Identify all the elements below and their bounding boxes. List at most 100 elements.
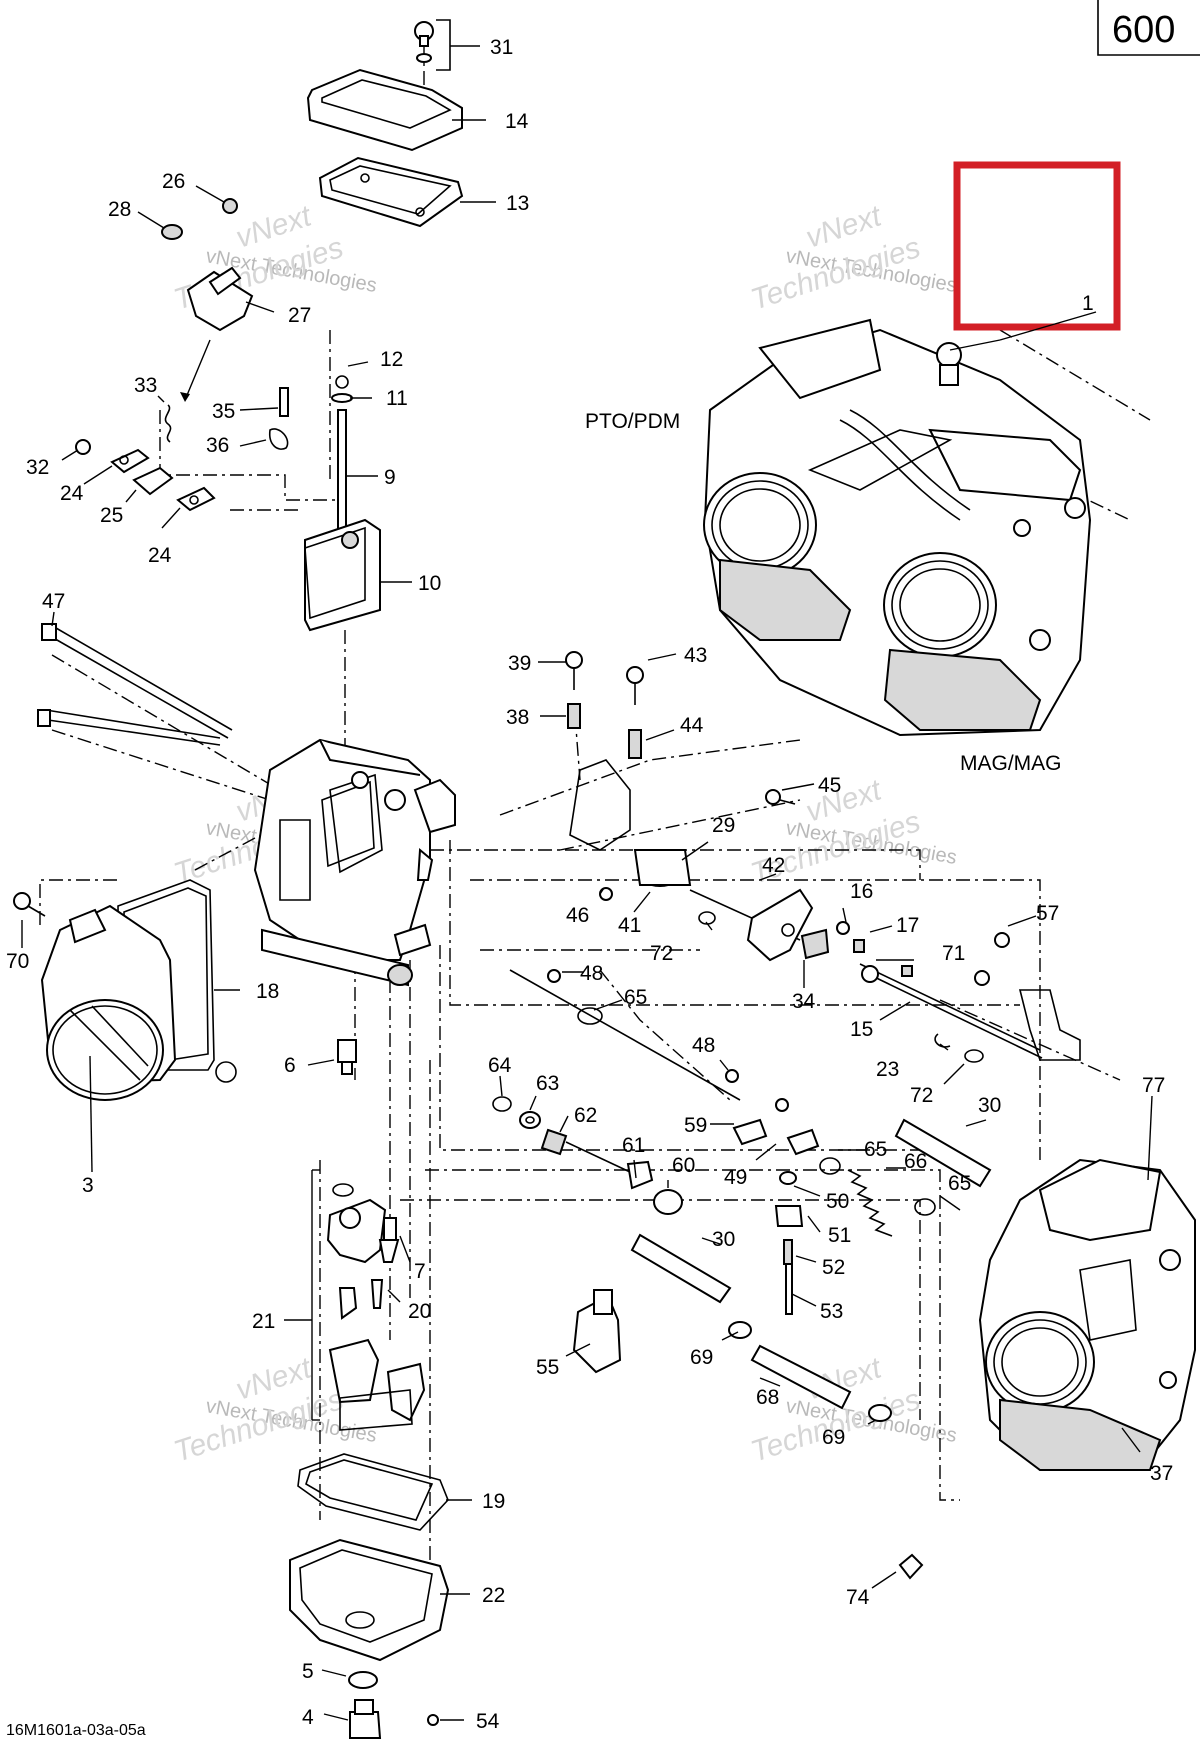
- callout: 28: [108, 198, 131, 221]
- callout: 42: [762, 854, 785, 877]
- leader-lines: [21, 45, 1153, 1721]
- callout: 24: [148, 544, 172, 567]
- callout: 18: [256, 980, 279, 1003]
- idle-screws: [565, 651, 796, 805]
- callout: 69: [822, 1426, 845, 1449]
- enrichener-group: [725, 1069, 820, 1315]
- callout: 65: [624, 986, 647, 1009]
- callout: 32: [26, 456, 49, 479]
- callout: 50: [826, 1190, 849, 1213]
- sync-rods: [572, 1118, 992, 1422]
- callout: 55: [536, 1356, 559, 1379]
- callout: 57: [1036, 902, 1059, 925]
- callout: 22: [482, 1584, 505, 1607]
- callout: 29: [712, 814, 735, 837]
- throttle-shaft: [859, 932, 1081, 1063]
- callout: 34: [792, 990, 816, 1013]
- callout: 64: [488, 1054, 512, 1077]
- callout: 37: [1150, 1462, 1173, 1485]
- callout: 44: [680, 714, 704, 737]
- callout: 9: [384, 466, 396, 489]
- linkage-plates: [75, 404, 216, 512]
- callout: 4: [302, 1706, 314, 1729]
- page-number-box: 600: [1097, 0, 1200, 56]
- callout: 26: [162, 170, 185, 193]
- carburetor-mag: [978, 1158, 1196, 1471]
- float-bowl-group: [289, 1453, 450, 1739]
- cap-74: [898, 1553, 924, 1580]
- callout: 15: [850, 1018, 873, 1041]
- callout: 20: [408, 1300, 431, 1323]
- highlight-box: [953, 161, 1121, 331]
- callout: 52: [822, 1256, 845, 1279]
- callout: 10: [418, 572, 441, 595]
- callout: 60: [672, 1154, 695, 1177]
- callout: 48: [692, 1034, 715, 1057]
- callout: 72: [910, 1084, 933, 1107]
- callout: 45: [818, 774, 841, 797]
- callout: 17: [896, 914, 919, 937]
- callout: 16: [850, 880, 873, 903]
- callout: 21: [252, 1310, 275, 1333]
- part-callouts: 31 14 13 26 28 27 1 12 11 33 35 36 9 32 …: [6, 36, 1173, 1733]
- callout: 30: [978, 1094, 1001, 1117]
- callout: 47: [42, 590, 65, 613]
- upper-shaft: [509, 969, 741, 1101]
- callout: 38: [506, 706, 529, 729]
- page-number: 600: [1112, 9, 1175, 51]
- callout: 51: [828, 1224, 851, 1247]
- throttle-slide: [304, 518, 381, 632]
- callout: 27: [288, 304, 311, 327]
- callout: 69: [690, 1346, 713, 1369]
- callout: 48: [580, 962, 603, 985]
- callout: 72: [650, 942, 673, 965]
- callout: 1: [1082, 292, 1094, 315]
- callout: 31: [490, 36, 513, 59]
- callout: 5: [302, 1660, 314, 1683]
- callout: 61: [622, 1134, 645, 1157]
- callout: 53: [820, 1300, 843, 1323]
- callout: 6: [284, 1054, 296, 1077]
- callout: 11: [386, 387, 408, 410]
- callout: 35: [212, 400, 235, 423]
- callout: 74: [846, 1586, 870, 1609]
- callout: 46: [566, 904, 589, 927]
- callout: 33: [134, 374, 157, 397]
- carburetor-body: [253, 738, 456, 987]
- callout: 39: [508, 652, 531, 675]
- throttle-cam: [689, 888, 865, 962]
- callout: 66: [904, 1150, 927, 1173]
- callout: 13: [506, 192, 529, 215]
- callout: 25: [100, 504, 123, 527]
- choke-lever-group: [161, 198, 254, 402]
- vent-cover-group: [306, 19, 464, 228]
- drawing-id: 16M1601a-03a-05a: [6, 1722, 146, 1739]
- watermark-top-right: vNext vNext Technologies Technologies: [747, 199, 958, 317]
- callout: 24: [60, 482, 84, 505]
- screw-70: [13, 892, 46, 917]
- callout: 3: [82, 1174, 94, 1197]
- callout: 19: [482, 1490, 505, 1513]
- callout: 41: [618, 914, 641, 937]
- callout: 23: [876, 1058, 899, 1081]
- callout: 77: [1142, 1074, 1165, 1097]
- callout: 54: [476, 1710, 500, 1733]
- air-adaptor-group: [40, 879, 237, 1101]
- callout: 7: [414, 1260, 426, 1283]
- callout: 59: [684, 1114, 707, 1137]
- float-jets-group: [311, 1039, 426, 1431]
- callout: 65: [948, 1172, 971, 1195]
- label-pto: PTO/PDM: [585, 410, 680, 433]
- callout: 62: [574, 1104, 597, 1127]
- long-bolts: [37, 623, 233, 746]
- callout: 43: [684, 644, 707, 667]
- idle-adjust-group: [492, 1096, 683, 1215]
- callout: 63: [536, 1072, 559, 1095]
- return-spring: [819, 1157, 936, 1237]
- callout: 14: [505, 110, 529, 133]
- callout: 68: [756, 1386, 779, 1409]
- callout: 70: [6, 950, 29, 973]
- callout: 30: [712, 1228, 735, 1251]
- callout: 65: [864, 1138, 887, 1161]
